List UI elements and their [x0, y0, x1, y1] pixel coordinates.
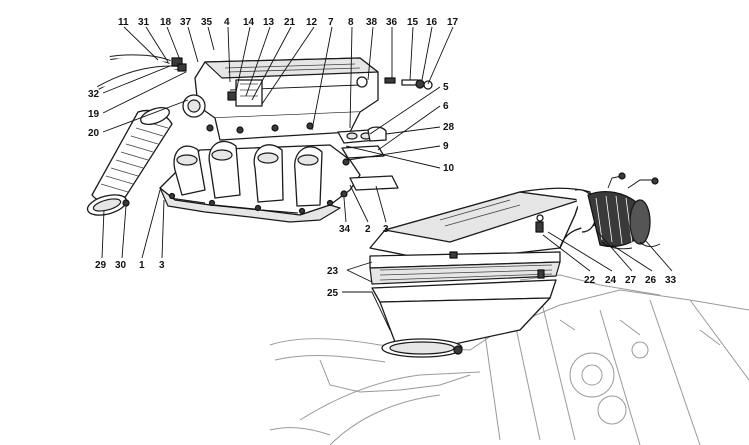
- manifold-runners: [173, 140, 323, 207]
- label-4: 4: [224, 17, 230, 28]
- label-15: 15: [407, 17, 419, 28]
- label-9: 9: [443, 141, 449, 152]
- fittings-right: [384, 77, 433, 90]
- label-10: 10: [443, 163, 455, 174]
- label-3b: 3: [383, 224, 389, 235]
- label-24: 24: [605, 275, 617, 286]
- label-16: 16: [426, 17, 438, 28]
- label-28: 28: [443, 122, 455, 133]
- label-6: 6: [443, 101, 449, 112]
- label-23: 23: [327, 266, 339, 277]
- label-8: 8: [348, 17, 354, 28]
- vacuum-hoses: [97, 54, 187, 90]
- label-18: 18: [160, 17, 172, 28]
- label-13: 13: [263, 17, 275, 28]
- label-32: 32: [88, 89, 100, 100]
- label-31: 31: [138, 17, 150, 28]
- label-1: 1: [139, 260, 145, 271]
- label-36: 36: [386, 17, 398, 28]
- label-20: 20: [88, 128, 100, 139]
- label-29: 29: [95, 260, 107, 271]
- callout-labels: 11 31 18 37 35 4 14 13 21 12 7 8 38 36 1…: [88, 17, 677, 299]
- leader-lines: [101, 26, 673, 331]
- label-17: 17: [447, 17, 459, 28]
- label-11: 11: [118, 17, 129, 28]
- label-3a: 3: [159, 260, 165, 271]
- flexible-air-hose: [86, 107, 173, 216]
- label-38: 38: [366, 17, 378, 28]
- label-34: 34: [339, 224, 351, 235]
- label-14: 14: [243, 17, 255, 28]
- label-5: 5: [443, 82, 449, 93]
- plenum-chamber: [182, 57, 379, 141]
- bellows-intake: [587, 172, 661, 250]
- label-35: 35: [201, 17, 213, 28]
- label-26: 26: [645, 275, 657, 286]
- label-30: 30: [115, 260, 127, 271]
- label-2: 2: [365, 224, 371, 235]
- label-21: 21: [284, 17, 296, 28]
- air-filter-box: [369, 191, 581, 358]
- label-19: 19: [88, 109, 100, 120]
- label-7: 7: [328, 17, 334, 28]
- intake-manifold: [159, 140, 361, 223]
- label-22: 22: [584, 275, 596, 286]
- label-27: 27: [625, 275, 637, 286]
- gaskets: [337, 126, 399, 198]
- label-12: 12: [306, 17, 318, 28]
- label-33: 33: [665, 275, 677, 286]
- label-25: 25: [327, 288, 339, 299]
- label-37: 37: [180, 17, 192, 28]
